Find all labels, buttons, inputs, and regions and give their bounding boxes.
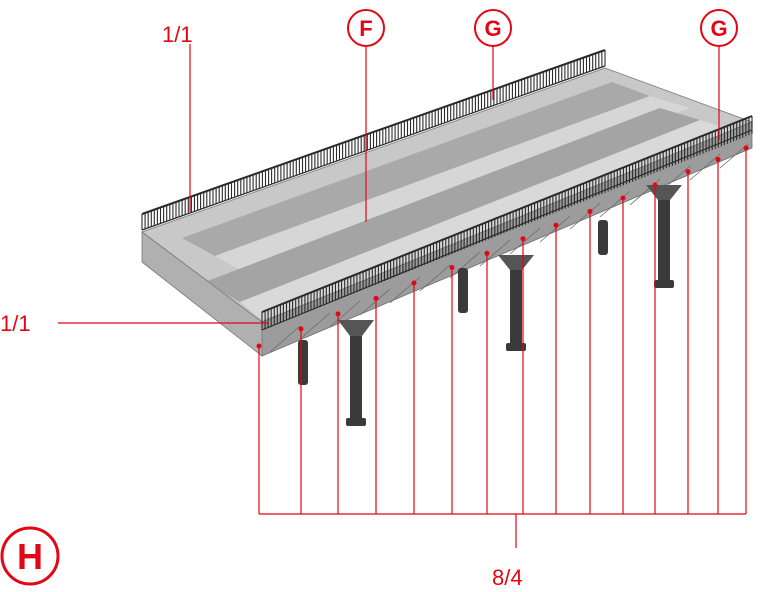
marker-h: H (0, 526, 60, 586)
front-railing (261, 115, 753, 331)
leader-lines (58, 44, 749, 548)
support-columns (298, 185, 682, 426)
svg-text:G: G (710, 16, 727, 41)
marker-g-2: G (700, 9, 738, 47)
svg-text:G: G (484, 16, 501, 41)
marker-g-1: G (474, 9, 512, 47)
marker-f: F (347, 9, 385, 47)
left-quantity-label: 1/1 (0, 311, 31, 336)
back-railing (141, 49, 606, 231)
bottom-quantity-label: 8/4 (492, 565, 523, 590)
top-left-quantity-label: 1/1 (162, 22, 193, 47)
svg-text:H: H (17, 536, 43, 577)
svg-text:F: F (359, 16, 372, 41)
